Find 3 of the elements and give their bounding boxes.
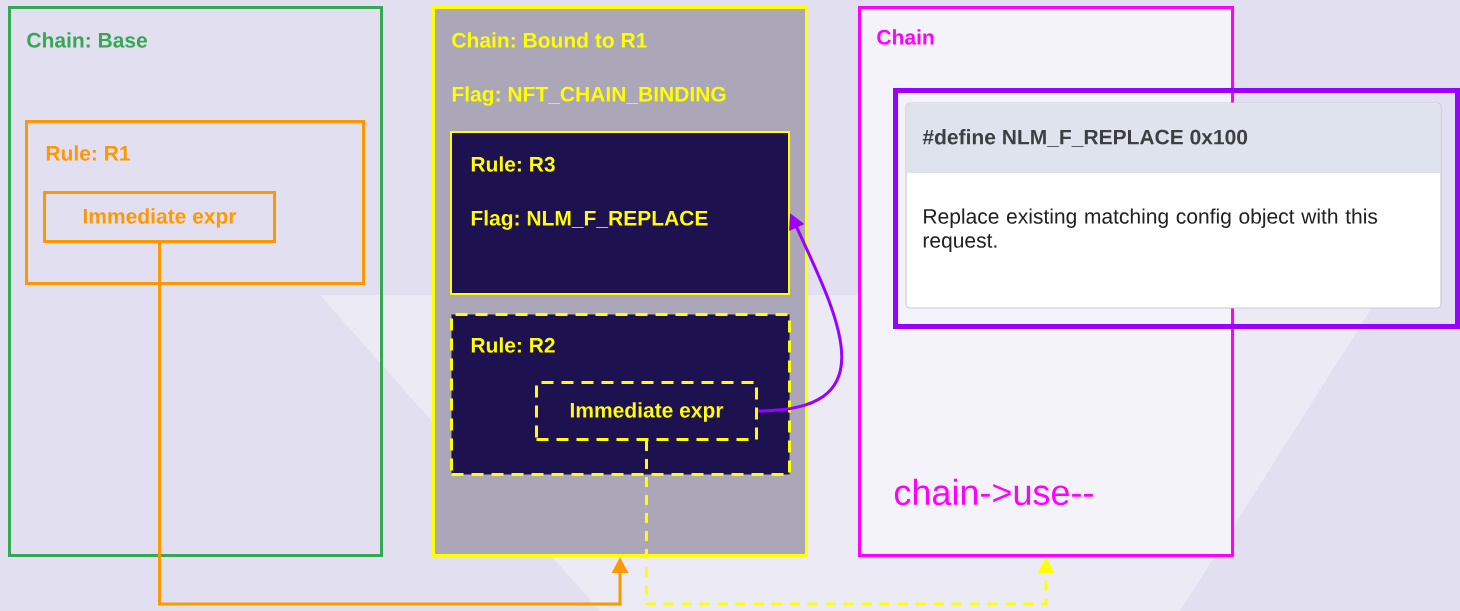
expression-box: Immediate expr [535,381,758,441]
definition-card: #define NLM_F_REPLACE 0x100 Replace existing matching config object with this request. [893,88,1460,329]
expression-box: Immediate expr [43,191,276,243]
